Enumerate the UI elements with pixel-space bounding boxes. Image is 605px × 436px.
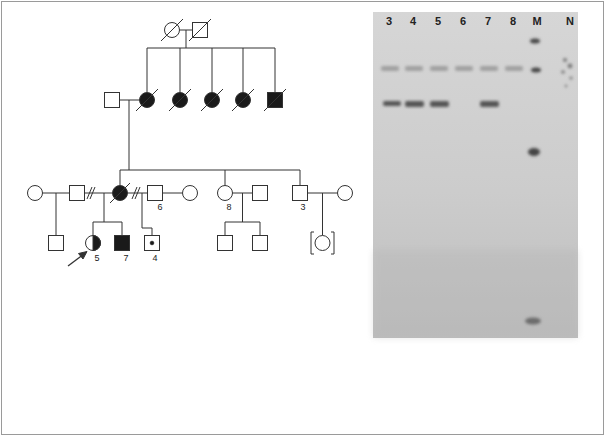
lane-label: M (532, 16, 541, 27)
individual-number: 3 (300, 203, 305, 212)
lane-label: 3 (386, 16, 392, 27)
pedigree (28, 19, 353, 266)
individual-number: 4 (152, 254, 157, 263)
individual-number: 5 (94, 254, 99, 263)
lane-label: N (566, 16, 574, 27)
lane-label: 6 (460, 16, 466, 27)
lane-label: 7 (485, 16, 491, 27)
individual-number: 8 (226, 203, 231, 212)
individual-number: 6 (157, 203, 162, 212)
individual-number: 7 (123, 254, 128, 263)
lane-label: 5 (435, 16, 441, 27)
gel-image (373, 12, 578, 338)
lane-label: 4 (410, 16, 416, 27)
lane-label: 8 (510, 16, 516, 27)
